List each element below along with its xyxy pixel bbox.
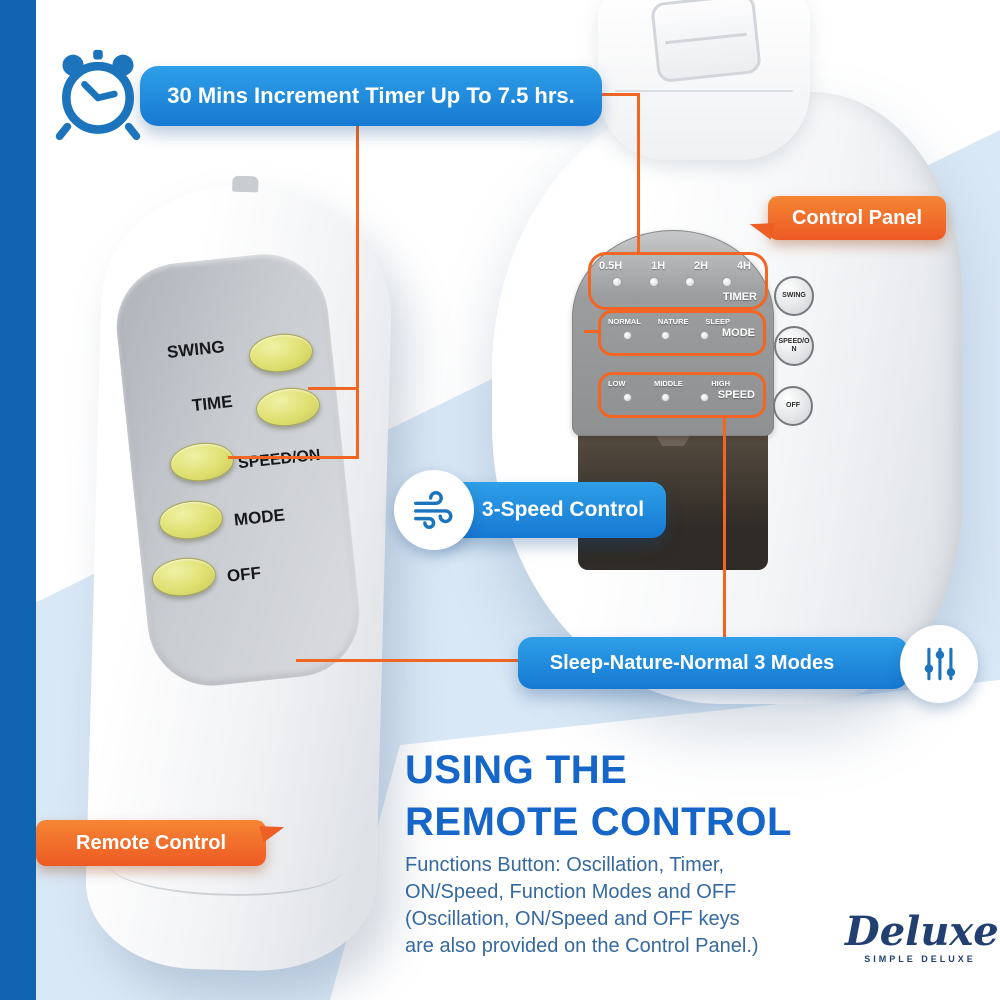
- timer-label: 0.5H: [599, 260, 623, 272]
- control-panel: 0.5H 1H 2H 4H TIMER NORMAL NATURE SLEEP: [572, 230, 774, 436]
- info-body-line: are also provided on the Control Panel.): [405, 935, 759, 957]
- led-indicator: [700, 331, 710, 340]
- brand-subtitle: SIMPLE DELUXE: [864, 954, 976, 964]
- speed-label: HIGH: [711, 379, 730, 388]
- info-body-line: ON/Speed, Function Modes and OFF: [405, 881, 737, 903]
- speed-row: LOW MIDDLE HIGH SPEED: [598, 372, 766, 418]
- led-indicator: [661, 393, 671, 402]
- info-title-line2: REMOTE CONTROL: [405, 800, 792, 844]
- speed-leds: [608, 393, 724, 402]
- connector-line: [356, 124, 359, 459]
- connector-line: [637, 93, 640, 255]
- remote-off-label: OFF: [226, 563, 262, 586]
- power-rocker-switch[interactable]: [650, 0, 762, 84]
- timer-label: 2H: [694, 260, 709, 272]
- alarm-clock-icon: [50, 44, 146, 144]
- timer-labels: 0.5H 1H 2H 4H: [599, 260, 751, 272]
- led-indicator: [622, 331, 632, 340]
- fan-top: [598, 0, 810, 160]
- left-accent-bar: [0, 0, 36, 1000]
- mode-label: NORMAL: [608, 317, 641, 326]
- led-indicator: [685, 277, 696, 287]
- connector-line: [228, 456, 358, 459]
- connector-line: [723, 416, 726, 640]
- brand-wordmark: Deluxe: [845, 908, 999, 955]
- mode-labels: NORMAL NATURE SLEEP: [608, 317, 730, 326]
- mode-row-name: MODE: [722, 327, 755, 339]
- timer-row: 0.5H 1H 2H 4H TIMER: [588, 252, 768, 310]
- mode-label: SLEEP: [705, 317, 730, 326]
- connector-line: [308, 387, 358, 390]
- modes-callout-banner: Sleep-Nature-Normal 3 Modes: [518, 637, 908, 689]
- info-body-line: (Oscillation, ON/Speed and OFF keys: [405, 908, 740, 930]
- mode-label: NATURE: [657, 317, 689, 326]
- led-indicator: [700, 393, 710, 402]
- timer-label: 4H: [736, 260, 751, 272]
- control-panel-badge: Control Panel: [768, 196, 946, 240]
- timer-row-name: TIMER: [722, 291, 757, 303]
- connector-line: [296, 659, 520, 662]
- speed-labels: LOW MIDDLE HIGH: [608, 379, 730, 388]
- info-body-line: Functions Button: Oscillation, Timer,: [405, 854, 725, 876]
- panel-speed-on-button[interactable]: SPEED/ON: [774, 326, 814, 366]
- mode-leds: [608, 331, 724, 340]
- timer-label: 1H: [651, 260, 666, 272]
- led-indicator: [622, 393, 632, 402]
- timer-leds: [599, 277, 745, 287]
- mode-row: NORMAL NATURE SLEEP MODE: [598, 310, 766, 356]
- remote-control-badge: Remote Control: [36, 820, 266, 866]
- led-indicator: [721, 277, 732, 287]
- connector-line: [598, 93, 640, 96]
- info-body: Functions Button: Oscillation, Timer, ON…: [405, 852, 759, 960]
- brand-logo: Deluxe SIMPLE DELUXE: [845, 908, 999, 965]
- led-indicator: [648, 277, 659, 287]
- connector-line: [584, 330, 601, 333]
- info-title-line1: USING THE: [405, 748, 628, 792]
- speed-label: MIDDLE: [654, 379, 683, 388]
- timer-callout-banner: 30 Mins Increment Timer Up To 7.5 hrs.: [140, 66, 602, 126]
- sliders-icon: [900, 625, 978, 703]
- remote-time-label: TIME: [191, 391, 234, 416]
- wind-icon: [394, 470, 474, 550]
- led-indicator: [661, 331, 671, 340]
- panel-off-button[interactable]: OFF: [773, 386, 813, 426]
- panel-swing-button[interactable]: SWING: [774, 276, 814, 316]
- led-indicator: [612, 277, 623, 287]
- speed-label: LOW: [608, 379, 626, 388]
- speed-row-name: SPEED: [717, 389, 755, 401]
